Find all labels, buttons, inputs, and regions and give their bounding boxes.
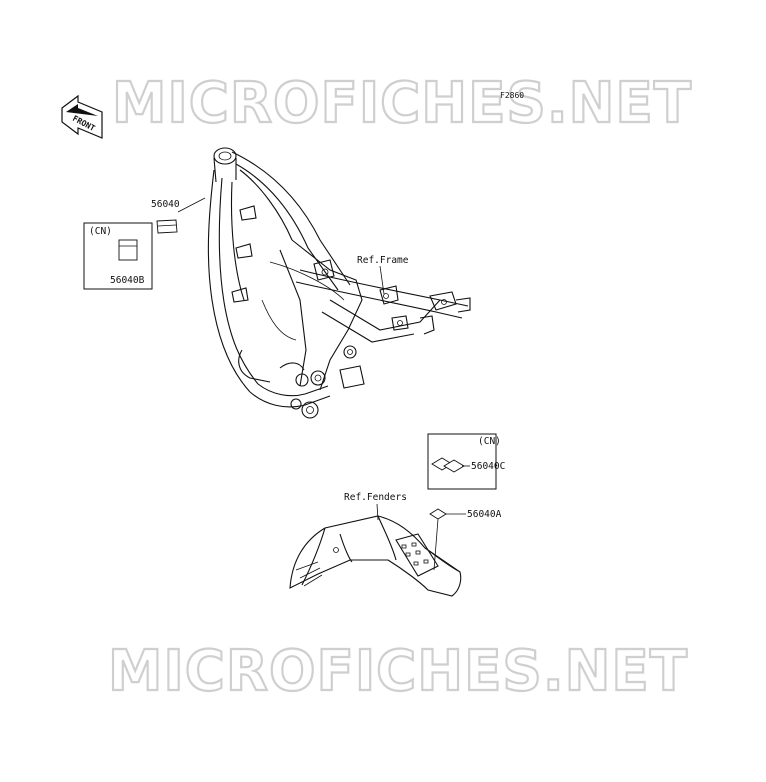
front-arrow-icon: FRONT bbox=[61, 94, 103, 139]
figure-code: F2860 bbox=[500, 91, 524, 100]
label-sticker-56040a bbox=[429, 508, 447, 520]
watermark-bottom: MICROFICHES.NET bbox=[108, 639, 688, 704]
label-sticker-56040 bbox=[156, 219, 178, 234]
label-sticker-icon bbox=[118, 239, 138, 261]
motorcycle-frame-drawing bbox=[207, 147, 471, 419]
inset-right-part: 56040C bbox=[471, 461, 505, 472]
inset-left-part: 56040B bbox=[110, 275, 145, 286]
inset-left-region: (CN) bbox=[89, 226, 112, 237]
inset-right-region: (CN) bbox=[478, 436, 501, 447]
inset-box-left: (CN) 56040B bbox=[83, 222, 153, 290]
inset-box-right: (CN) 56040C bbox=[427, 433, 505, 490]
ref-fenders-label: Ref.Fenders bbox=[344, 492, 407, 503]
part-label-56040: 56040 bbox=[151, 199, 180, 210]
ref-frame-label: Ref.Frame bbox=[357, 255, 409, 266]
watermark-top: MICROFICHES.NET bbox=[112, 71, 692, 136]
rear-fender-drawing bbox=[289, 515, 462, 597]
part-label-56040a: 56040A bbox=[467, 509, 502, 520]
